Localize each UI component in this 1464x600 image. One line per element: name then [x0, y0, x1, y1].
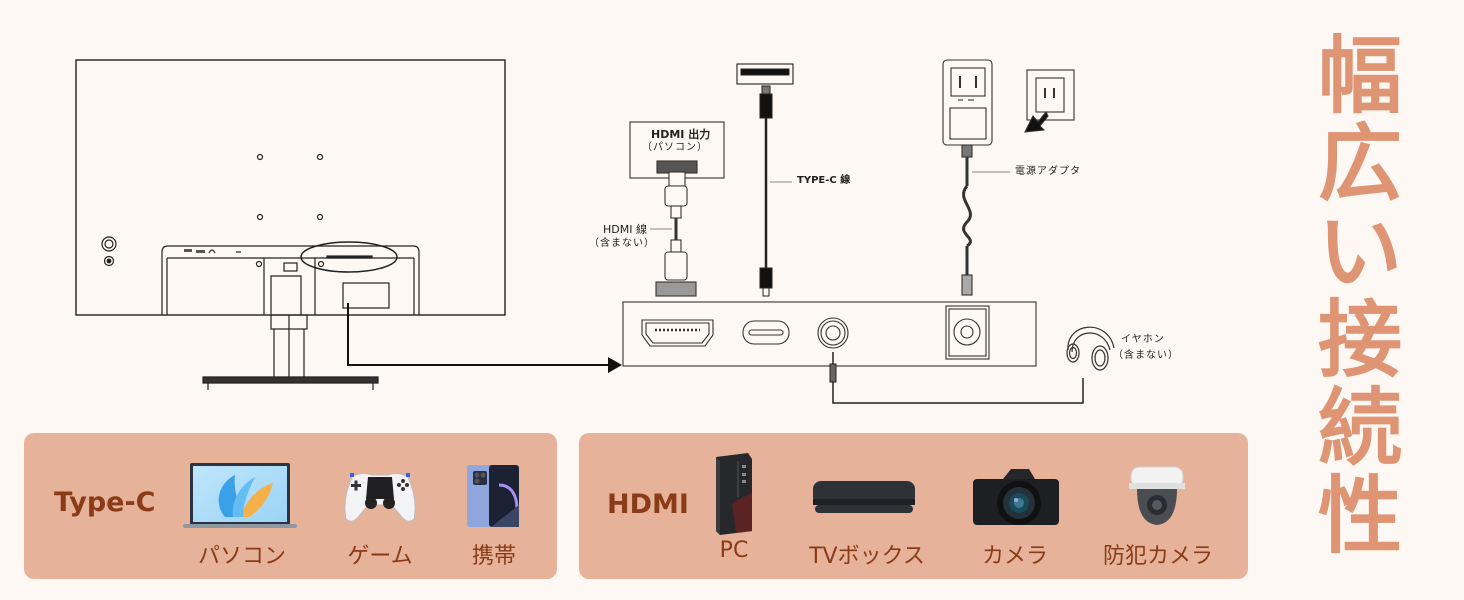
headline-vertical: 幅 広 い 接 続 性	[1310, 32, 1410, 560]
camera-icon	[973, 467, 1059, 531]
headline-char: 続	[1317, 379, 1402, 477]
security-camera-icon	[1125, 465, 1189, 533]
device-label-tv-box: TVボックス	[809, 544, 925, 569]
monitor-back	[75, 59, 506, 390]
wall-outlet	[1024, 69, 1075, 133]
gamepad-icon	[342, 469, 418, 529]
headline-char: 広	[1317, 115, 1402, 213]
tv-box-icon	[813, 481, 915, 521]
typec-panel-title: Type-C	[54, 487, 156, 518]
typec-port	[742, 320, 790, 345]
device-label-laptop: パソコン	[197, 544, 287, 569]
smartphone-icon	[467, 465, 521, 533]
typec-cable	[736, 63, 794, 297]
vesa-hole	[316, 153, 324, 161]
hdmi-source	[629, 121, 725, 179]
typec-cable-label: TYPE-C 線	[797, 175, 851, 186]
power-adapter	[942, 59, 1010, 296]
earphone-label: イヤホン	[1121, 334, 1165, 345]
headphones-icon	[1066, 326, 1115, 371]
audio-port	[817, 317, 849, 349]
desktop-tower-icon	[712, 453, 756, 539]
hdmi-source-label: HDMI 出力	[651, 128, 711, 141]
vesa-hole	[256, 153, 264, 161]
device-label-camera: カメラ	[981, 544, 1049, 569]
hdmi-port	[641, 319, 714, 347]
laptop-icon	[183, 461, 297, 535]
device-label-pc: PC	[719, 538, 749, 563]
hdmi-panel-title: HDMI	[607, 489, 689, 520]
hdmi-cable	[650, 171, 697, 297]
device-label-security-camera: 防犯カメラ	[1102, 544, 1214, 569]
headline-char: 接	[1317, 291, 1402, 389]
headline-char: い	[1317, 203, 1402, 301]
hdmi-cable-sub: （含まない）	[589, 238, 655, 249]
earphone-cable	[829, 352, 1084, 404]
hdmi-panel: HDMI PC TVボックス カメラ	[579, 433, 1248, 579]
power-adapter-label: 電源アダプタ	[1015, 166, 1081, 177]
headline-char: 幅	[1317, 27, 1402, 125]
dc-port	[945, 305, 990, 360]
power-button	[103, 255, 115, 267]
vesa-hole	[256, 213, 264, 221]
typec-panel: Type-C パソコン ゲーム	[24, 433, 557, 579]
port-panel	[622, 301, 1037, 367]
device-label-gamepad: ゲーム	[347, 544, 413, 569]
joystick-button	[101, 236, 117, 252]
device-label-smartphone: 携帯	[471, 544, 517, 569]
hdmi-cable-label: HDMI 線	[603, 223, 647, 236]
connector-arrow	[347, 303, 622, 373]
hdmi-source-sub: （パソコン）	[642, 142, 708, 153]
earphone-sub: （含まない）	[1113, 350, 1179, 361]
headline-char: 性	[1317, 467, 1402, 565]
vesa-hole	[316, 213, 324, 221]
